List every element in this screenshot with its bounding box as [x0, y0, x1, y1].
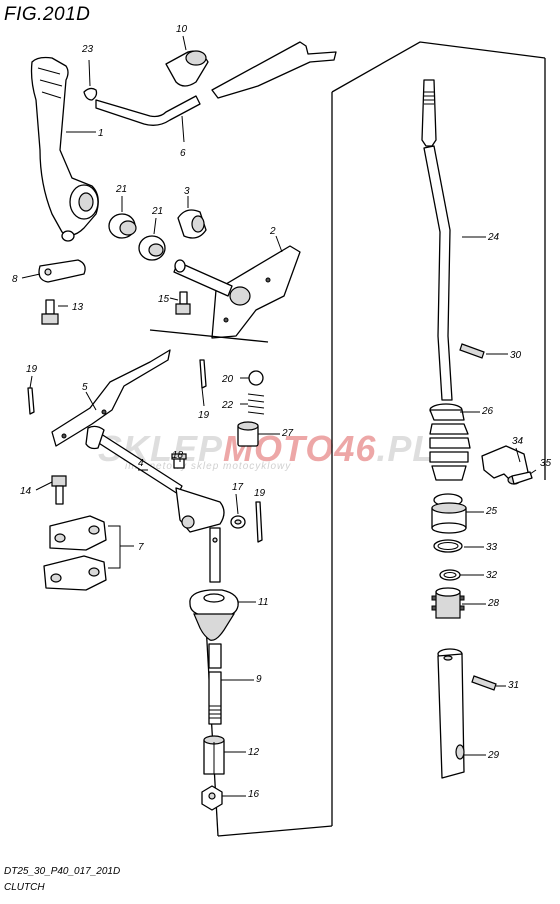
- part-18-pin: [171, 453, 187, 469]
- callout-29: 29: [487, 750, 500, 761]
- callout-28: 28: [487, 598, 500, 609]
- callout-10: 10: [176, 24, 188, 35]
- callout-21-a: 21: [115, 184, 127, 195]
- callout-26: 26: [481, 406, 494, 417]
- part-1-clutch-lever: [30, 56, 99, 242]
- part-21-bushing-b: [138, 217, 166, 261]
- callout-1: 1: [98, 128, 104, 139]
- callout-23: 23: [81, 44, 94, 55]
- callout-22: 22: [221, 400, 234, 411]
- part-8-plate: [21, 259, 86, 283]
- part-26-bellows: [429, 403, 471, 481]
- leader-lines: [29, 236, 508, 797]
- part-28-gear: [431, 587, 465, 619]
- part-33-o-ring: [433, 539, 463, 553]
- part-2-bracket: [173, 235, 301, 339]
- callout-15: 15: [158, 294, 170, 305]
- callout-33: 33: [486, 542, 498, 553]
- part-21-bushing-a: [108, 196, 137, 239]
- callout-19-right: 19: [254, 488, 266, 499]
- part-32-ring: [439, 569, 461, 581]
- callout-7: 7: [138, 542, 144, 553]
- part-27-sleeve: [237, 421, 259, 447]
- callout-13: 13: [72, 302, 84, 313]
- callout-20: 20: [221, 374, 234, 385]
- part-29-lower-shaft: [437, 648, 465, 779]
- callout-5: 5: [82, 382, 88, 393]
- part-25-collar: [431, 493, 467, 534]
- part-19-pin-left: [27, 387, 35, 415]
- part-4-shaft: [85, 425, 225, 533]
- part-24-long-rod: [421, 79, 453, 401]
- callout-30: 30: [510, 350, 522, 361]
- callout-2: 2: [269, 226, 276, 237]
- callout-9: 9: [256, 674, 262, 685]
- part-15-bolt: [175, 291, 191, 315]
- part-23-clip: [83, 59, 98, 101]
- mid-frame-line: [149, 329, 269, 343]
- part-12-coupler: [203, 735, 225, 775]
- part-7-blocks: [43, 515, 134, 591]
- part-13-bolt: [41, 299, 68, 325]
- callout-6: 6: [180, 148, 186, 159]
- callout-14: 14: [20, 486, 32, 497]
- callout-24: 24: [487, 232, 500, 243]
- part-14-bolt: [51, 475, 67, 505]
- callout-31: 31: [508, 680, 519, 691]
- watermark-subtitle: internetowy sklep motocyklowy: [125, 461, 292, 472]
- callout-19-left: 19: [26, 364, 38, 375]
- callout-32: 32: [486, 570, 498, 581]
- callout-16: 16: [248, 789, 260, 800]
- callout-4: 4: [138, 458, 144, 469]
- assembly-frame: [204, 41, 546, 837]
- part-9-rod: [208, 527, 222, 725]
- callout-labels: 1 2 3 4 5 6 7 8 9 10 11 12 13 14 15 16 1…: [12, 24, 552, 800]
- part-35-screw: [507, 469, 537, 485]
- figure-footer-subtitle: CLUTCH: [4, 882, 45, 893]
- part-30-pin: [459, 343, 485, 359]
- callout-34: 34: [512, 436, 524, 447]
- part-22-spring: [247, 393, 265, 415]
- figure-title: FIG.201D: [4, 4, 91, 25]
- part-20-ball: [248, 370, 264, 386]
- callout-25: 25: [485, 506, 498, 517]
- callout-17: 17: [232, 482, 244, 493]
- callout-8: 8: [12, 274, 18, 285]
- figure-footer-code: DT25_30_P40_017_201D: [4, 866, 121, 877]
- part-16-nut: [201, 785, 223, 811]
- callout-21-b: 21: [151, 206, 163, 217]
- callout-27: 27: [281, 428, 294, 439]
- callout-11: 11: [258, 597, 268, 608]
- part-17-washer: [230, 515, 246, 529]
- callout-12: 12: [248, 747, 260, 758]
- part-11-boot: [189, 589, 239, 641]
- callout-18: 18: [172, 450, 184, 461]
- callout-3: 3: [184, 186, 190, 197]
- part-19-pin-right: [255, 501, 263, 543]
- part-10-bushing: [165, 35, 209, 87]
- top-bracket: [211, 41, 337, 99]
- watermark-suffix: .PL: [376, 428, 436, 469]
- part-31-pin: [471, 675, 497, 691]
- callout-19-mid: 19: [198, 410, 210, 421]
- part-3-collar: [177, 196, 207, 239]
- part-19-pin-mid: [199, 359, 207, 389]
- callout-35: 35: [540, 458, 552, 469]
- part-6-rod: [95, 95, 201, 143]
- part-5-bracket: [51, 349, 171, 447]
